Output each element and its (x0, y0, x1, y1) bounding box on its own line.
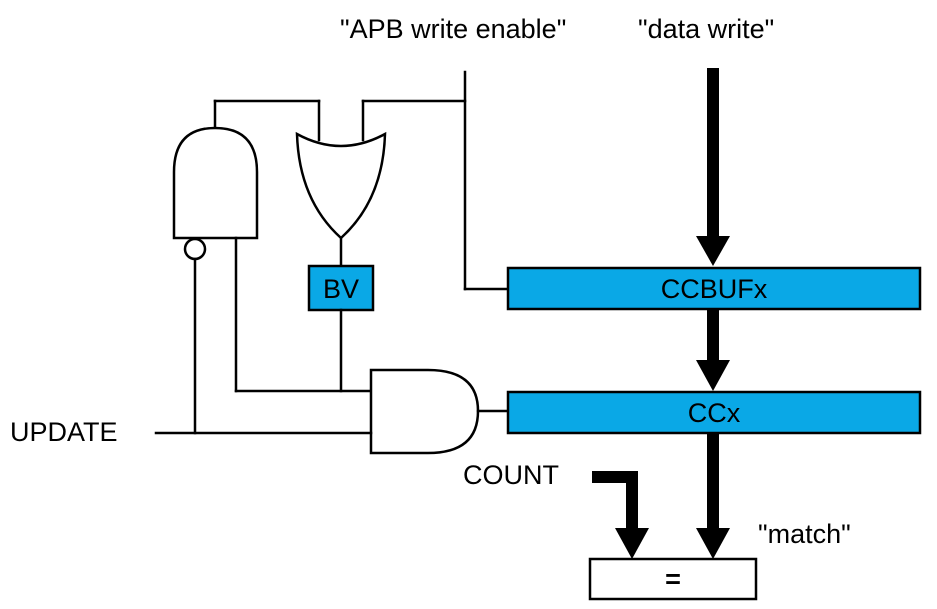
ccx-label: CCx (688, 398, 741, 428)
inverter-bubble-icon (183, 237, 207, 261)
bv-register (307, 264, 375, 312)
count-label: COUNT (463, 460, 559, 490)
count-arrow-icon (615, 528, 649, 559)
and-gate-main (369, 368, 480, 455)
data-write-arrow-icon (696, 236, 730, 266)
data-write-label: "data write" (638, 14, 774, 44)
data-write-bus (696, 68, 730, 266)
ccbufx-register (506, 266, 922, 311)
match-label: "match" (758, 519, 851, 549)
ccx-to-comparator-bus (696, 433, 730, 559)
comparator-block (588, 557, 758, 601)
comparator-label: = (665, 564, 681, 594)
ccbufx-to-ccx-bus (696, 309, 730, 391)
bv-label: BV (323, 274, 359, 304)
ccbufx-label: CCBUFx (661, 274, 768, 304)
update-label: UPDATE (10, 417, 118, 447)
and-gate-inverted (172, 126, 259, 240)
ccbufx-to-ccx-arrow-icon (696, 360, 730, 391)
count-bus (592, 471, 649, 559)
or-gate (295, 131, 387, 240)
apb-write-enable-label: "APB write enable" (340, 14, 566, 44)
apb-write-enable-wires (213, 70, 510, 291)
ccx-to-comparator-arrow-icon (696, 528, 730, 559)
